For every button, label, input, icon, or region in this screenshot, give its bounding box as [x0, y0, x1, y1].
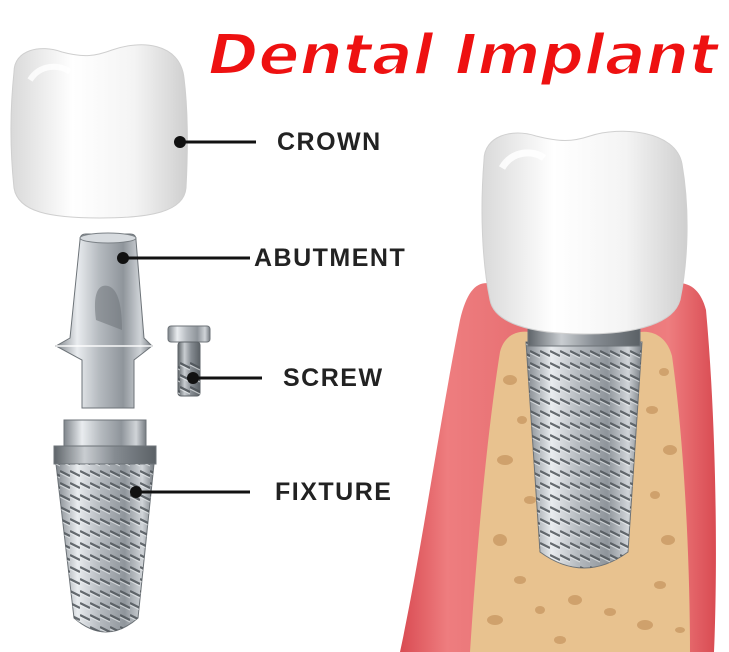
- screw-component: [168, 326, 210, 396]
- abutment-label: ABUTMENT: [254, 246, 406, 271]
- crown-component: [11, 45, 187, 218]
- fixture-component: [54, 420, 156, 632]
- jaw-cross-section: [400, 131, 716, 652]
- crown-label: CROWN: [277, 130, 382, 155]
- fixture-label: FIXTURE: [275, 480, 392, 505]
- implanted-crown: [482, 131, 687, 334]
- screw-label: SCREW: [283, 366, 384, 391]
